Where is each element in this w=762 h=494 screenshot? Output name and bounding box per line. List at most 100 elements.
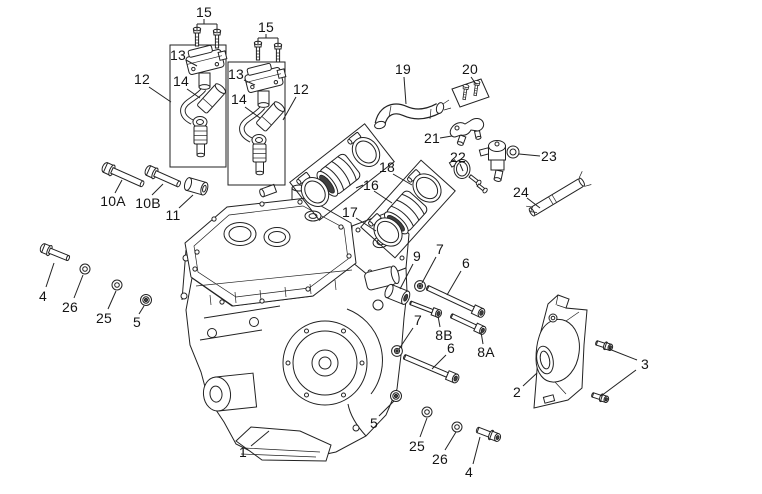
part-label-17: 17 bbox=[342, 204, 358, 220]
leader-line-10B bbox=[151, 183, 164, 196]
leader-line-23 bbox=[518, 153, 541, 157]
part-label-24: 24 bbox=[513, 184, 529, 200]
part-label-26-left: 26 bbox=[62, 299, 78, 315]
part-label-7-upper: 7 bbox=[436, 241, 444, 257]
part-label-10B: 10B bbox=[135, 195, 161, 211]
leader-lines bbox=[45, 19, 638, 465]
part-label-4-bottom: 4 bbox=[465, 464, 473, 480]
coil-box-right bbox=[227, 60, 288, 186]
breather-stub bbox=[259, 183, 278, 198]
part-label-25-bottom: 25 bbox=[409, 438, 425, 454]
water-hose-19 bbox=[374, 99, 452, 130]
cylinder-head-fins bbox=[195, 269, 353, 306]
part-label-23: 23 bbox=[541, 148, 557, 164]
leader-line-19 bbox=[403, 76, 407, 105]
leader-line-4-left bbox=[45, 262, 55, 288]
leader-line-16 bbox=[373, 190, 393, 204]
leader-line-5-left bbox=[138, 305, 145, 315]
bolt-8A bbox=[450, 313, 487, 335]
part-label-8A: 8A bbox=[477, 344, 495, 360]
leader-line-18 bbox=[392, 173, 413, 186]
leader-line-9 bbox=[399, 263, 414, 290]
bolt-4-left bbox=[39, 243, 70, 262]
valve-cover bbox=[184, 197, 357, 307]
leader-line-8A bbox=[480, 331, 484, 345]
part-label-19: 19 bbox=[395, 61, 411, 77]
part-label-22: 22 bbox=[450, 149, 466, 165]
oil-pan bbox=[235, 426, 332, 462]
leader-line-14-right bbox=[244, 106, 261, 119]
part-label-7-lower: 7 bbox=[414, 312, 422, 328]
leader-line-10A bbox=[114, 179, 123, 194]
plate-20 bbox=[451, 78, 490, 108]
leader-line-25-left bbox=[107, 290, 117, 310]
engine-assembly bbox=[180, 183, 410, 462]
part-label-3: 3 bbox=[641, 356, 649, 372]
leader-line-13-left bbox=[185, 59, 198, 67]
washer-5-bottom bbox=[390, 390, 402, 402]
part-label-9: 9 bbox=[413, 248, 421, 264]
output-shaft bbox=[202, 372, 258, 412]
part-label-15-right: 15 bbox=[258, 19, 274, 35]
part-label-12-left: 12 bbox=[134, 71, 150, 87]
ignition-coil-left bbox=[183, 42, 229, 157]
part-label-11: 11 bbox=[165, 207, 181, 223]
leader-line-11 bbox=[178, 194, 194, 209]
leader-line-16 bbox=[355, 184, 364, 189]
part-label-21: 21 bbox=[424, 130, 440, 146]
bolt-6-upper bbox=[426, 285, 486, 318]
spacer-9 bbox=[384, 283, 411, 305]
part-label-13-right: 13 bbox=[228, 66, 244, 82]
coil-screw-3 bbox=[253, 40, 263, 61]
leader-line-25-bottom bbox=[419, 417, 428, 438]
leader-line-24 bbox=[526, 197, 541, 209]
washer-25-bottom bbox=[421, 406, 433, 418]
part-label-25-left: 25 bbox=[96, 310, 112, 326]
part-label-1: 1 bbox=[239, 444, 247, 460]
leader-line-12-right bbox=[282, 96, 297, 121]
washer-5-left bbox=[140, 294, 152, 306]
leader-line-3 bbox=[608, 348, 638, 361]
leader-line-1 bbox=[250, 430, 270, 447]
bracket-21 bbox=[449, 118, 485, 146]
tube-24 bbox=[526, 171, 592, 217]
leader-line-17 bbox=[355, 217, 377, 232]
part-label-4-left: 4 bbox=[39, 288, 47, 304]
part-label-8B: 8B bbox=[435, 327, 453, 343]
nut-7-upper bbox=[414, 280, 426, 292]
clutch-cover bbox=[282, 308, 383, 406]
leader-line-6-lower bbox=[431, 354, 447, 370]
part-label-14-left: 14 bbox=[173, 73, 189, 89]
bushing-11 bbox=[183, 177, 209, 196]
solenoid-valve-23 bbox=[478, 140, 520, 182]
part-label-26-bottom: 26 bbox=[432, 451, 448, 467]
leader-line-6-upper bbox=[446, 270, 462, 296]
leader-line-8B bbox=[437, 315, 441, 328]
leader-line-3 bbox=[600, 369, 637, 397]
leader-line-22 bbox=[459, 163, 464, 172]
part-label-20: 20 bbox=[462, 61, 478, 77]
part-label-5-left: 5 bbox=[133, 314, 141, 330]
leader-line-7-lower bbox=[398, 327, 414, 350]
leader-line-7-upper bbox=[421, 256, 437, 284]
washer-26-bottom bbox=[451, 421, 463, 433]
leader-line-20 bbox=[470, 76, 477, 85]
leader-line-21 bbox=[439, 135, 453, 139]
part-label-6-upper: 6 bbox=[462, 255, 470, 271]
intake-boot-box-left bbox=[289, 123, 395, 221]
leader-line-13-right bbox=[243, 79, 256, 86]
part-label-12-right: 12 bbox=[293, 81, 309, 97]
part-label-10A: 10A bbox=[100, 193, 126, 209]
part-label-2: 2 bbox=[513, 384, 521, 400]
intake-boot-box-right bbox=[360, 159, 456, 259]
bolt-10A bbox=[101, 162, 145, 188]
leader-line-26-bottom bbox=[444, 431, 457, 451]
washer-25-left bbox=[111, 279, 123, 291]
part-label-14-right: 14 bbox=[231, 91, 247, 107]
coil-screw-1 bbox=[192, 26, 202, 47]
coil-screw-4 bbox=[273, 42, 283, 63]
leader-line-5-bottom bbox=[378, 400, 395, 417]
leader-line-2 bbox=[522, 372, 538, 387]
